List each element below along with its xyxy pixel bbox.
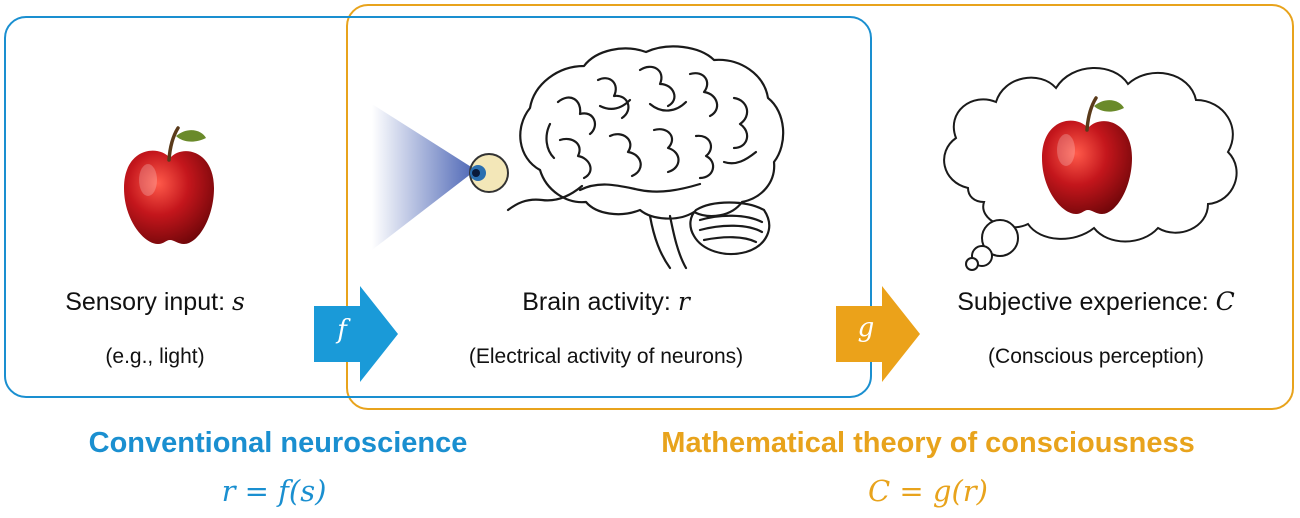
brain-icon <box>506 45 785 270</box>
subjective-experience-var: C <box>1215 287 1235 316</box>
eye-icon <box>469 153 509 193</box>
subjective-experience-text: Subjective experience: <box>957 288 1216 316</box>
consciousness-theory-title: Mathematical theory of consciousness <box>661 427 1195 459</box>
sensory-input-label: Sensory input: s <box>65 287 245 317</box>
arrow-f <box>314 286 398 382</box>
brain-activity-var: r <box>677 287 690 316</box>
conventional-neuroscience-equation: r = f(s) <box>221 474 327 508</box>
sensory-input-var: s <box>231 287 245 316</box>
subjective-experience-sub: (Conscious perception) <box>988 345 1204 368</box>
apple-icon <box>1042 96 1132 214</box>
arrow-g-label: g <box>857 313 875 343</box>
conventional-neuroscience-title: Conventional neuroscience <box>88 427 468 459</box>
neuroscience-frame <box>4 16 872 398</box>
consciousness-theory-frame <box>346 4 1294 410</box>
arrow-g <box>836 286 920 382</box>
arrow-f-label: f <box>337 315 347 345</box>
sensory-input-sub: (e.g., light) <box>105 345 205 368</box>
consciousness-theory-equation: C = g(r) <box>868 474 988 508</box>
brain-activity-label: Brain activity: r <box>522 287 690 317</box>
sensory-input-text: Sensory input: <box>65 288 232 316</box>
subjective-experience-label: Subjective experience: C <box>957 287 1235 317</box>
brain-activity-text: Brain activity: <box>522 288 678 316</box>
brain-activity-sub: (Electrical activity of neurons) <box>468 345 744 368</box>
apple-icon <box>124 126 214 244</box>
